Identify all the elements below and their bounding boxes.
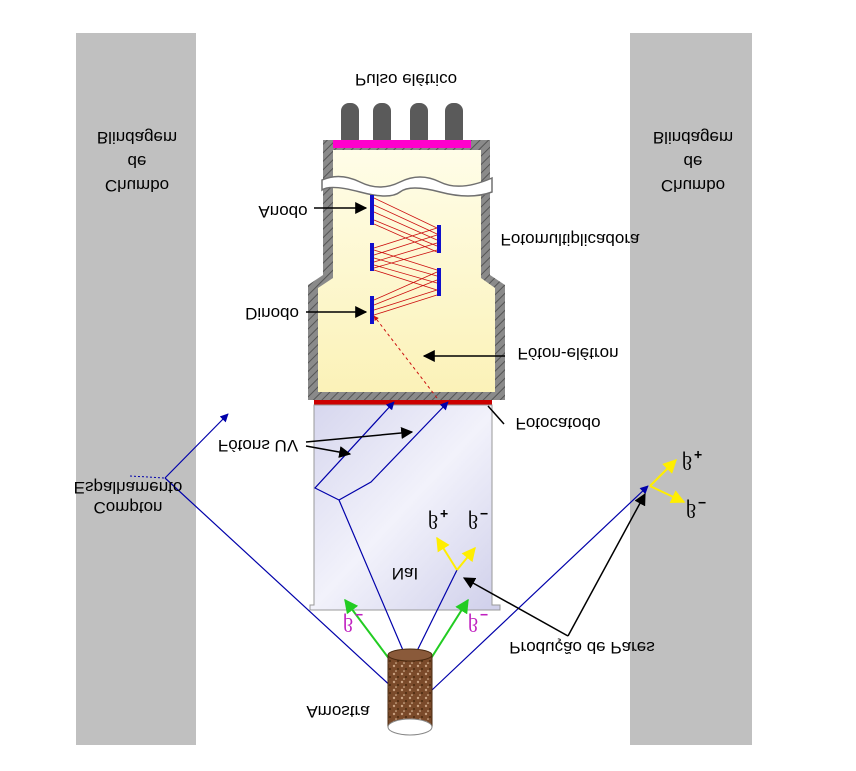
shield-left-line3: Chumbo xyxy=(105,176,169,195)
shield-right-line3: Chumbo xyxy=(661,176,725,195)
photomultiplier-tube xyxy=(308,140,505,400)
sample-label: Amostra xyxy=(306,702,370,721)
beta-minus-crystal: β xyxy=(468,510,478,532)
dynode-3 xyxy=(437,225,441,253)
beta-minus-right: β − xyxy=(468,607,488,635)
dynode-stack xyxy=(370,195,441,324)
photo-electron-path xyxy=(373,315,438,399)
lead-shield-left xyxy=(76,33,196,745)
svg-text:Fótons UV: Fótons UV xyxy=(218,436,299,455)
svg-text:−: − xyxy=(355,607,363,623)
svg-text:Anodo: Anodo xyxy=(258,202,307,221)
photocathode xyxy=(314,400,492,405)
electron-cascade xyxy=(373,197,438,316)
dynode-label: Dinodo xyxy=(245,304,299,323)
anode-label: Anodo xyxy=(258,202,307,221)
svg-text:β: β xyxy=(468,613,478,635)
crystal-label: NaI xyxy=(392,564,418,583)
svg-text:−: − xyxy=(480,607,488,623)
shield-right-line1: Blindagem xyxy=(653,128,733,147)
photo-electron-label: Fóton-elétron xyxy=(517,344,618,363)
svg-text:Fotomultiplicadora: Fotomultiplicadora xyxy=(501,230,640,249)
shield-right-line2: de xyxy=(684,152,703,171)
svg-text:Fotocatodo: Fotocatodo xyxy=(515,414,600,433)
nai-crystal xyxy=(309,404,501,611)
svg-text:Espalhamento: Espalhamento xyxy=(74,478,183,497)
svg-text:Amostra: Amostra xyxy=(306,702,370,721)
shield-label-left: Blindagem de Chumbo xyxy=(97,128,177,195)
beta-arrows xyxy=(344,598,469,661)
gamma-rays xyxy=(164,413,649,691)
dynode-4 xyxy=(437,268,441,296)
shield-left-line2: de xyxy=(128,152,147,171)
beta-plus-outside-sign: + xyxy=(694,447,702,463)
svg-text:Dinodo: Dinodo xyxy=(245,304,299,323)
svg-text:Compton: Compton xyxy=(94,498,163,517)
tube-break xyxy=(321,175,493,197)
anode xyxy=(370,195,374,225)
svg-text:Produção de Pares: Produção de Pares xyxy=(509,638,655,657)
beta-plus-crystal: β xyxy=(428,510,438,532)
beta-plus-outside: β xyxy=(682,451,692,473)
beta-minus-outside-sign: − xyxy=(698,495,706,511)
svg-text:Pulso elétrico: Pulso elétrico xyxy=(355,70,457,89)
photomultiplier-label: Fotomultiplicadora xyxy=(501,230,640,249)
uv-photon-rays xyxy=(314,401,449,501)
photocathode-label: Fotocatodo xyxy=(515,414,600,433)
uv-photons-label: Fótons UV xyxy=(218,436,299,455)
pair-production-label: Produção de Pares xyxy=(509,638,655,657)
pair-production-outside xyxy=(649,459,686,503)
compton-label: Espalhamento Compton xyxy=(74,478,183,517)
beta-minus-crystal-sign: − xyxy=(480,506,488,522)
dynode-2 xyxy=(370,296,374,324)
beta-minus-left: β − xyxy=(343,607,363,635)
svg-text:Fóton-elétron: Fóton-elétron xyxy=(517,344,618,363)
beta-plus-crystal-sign: + xyxy=(440,506,448,522)
connector-pins xyxy=(341,103,463,147)
pulse-bar xyxy=(333,140,471,148)
pair-production-crystal xyxy=(436,536,476,571)
svg-text:β: β xyxy=(343,613,353,635)
shield-left-line1: Blindagem xyxy=(97,128,177,147)
sample-cylinder xyxy=(387,648,433,736)
lead-shield-right xyxy=(630,33,752,745)
shield-label-right: Blindagem de Chumbo xyxy=(653,128,733,195)
dynode-1 xyxy=(370,243,374,271)
pulse-label: Pulso elétrico xyxy=(355,70,457,89)
beta-minus-outside: β xyxy=(686,499,696,521)
